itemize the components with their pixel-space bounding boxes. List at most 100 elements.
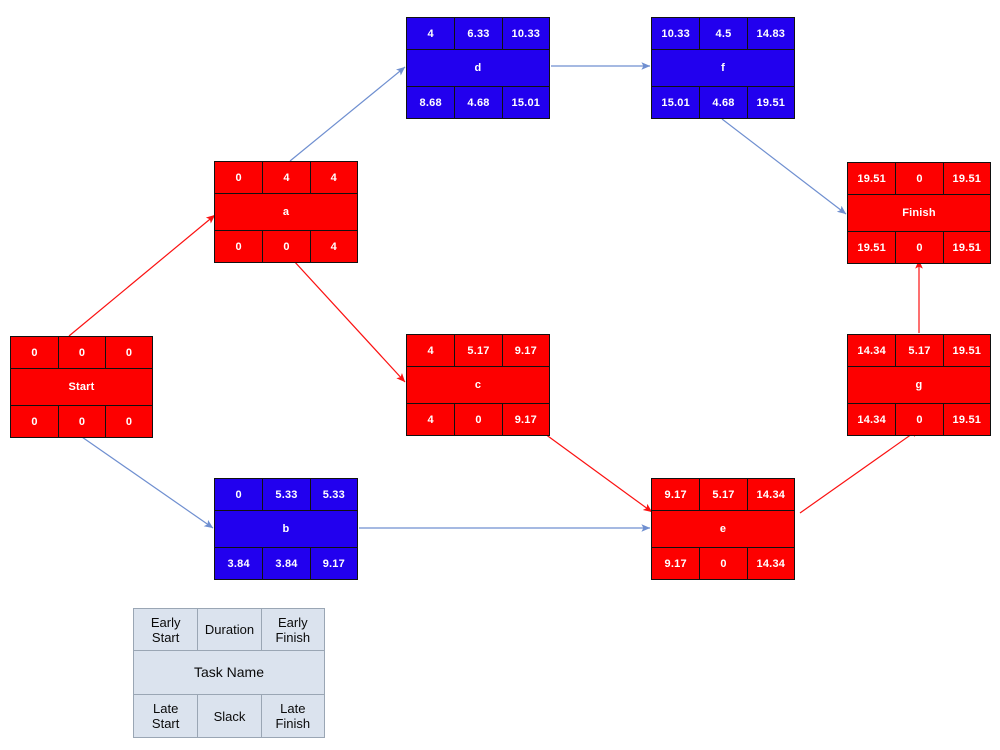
late-finish-a: 4 (309, 231, 357, 262)
early-finish-start: 0 (105, 337, 152, 368)
legend-task-name: Task Name (193, 664, 265, 680)
late-start-f: 15.01 (661, 96, 690, 109)
legend-row-mid: Task Name (134, 651, 324, 695)
slack-b: 3.84 (262, 548, 309, 579)
node-row-name: g (848, 367, 990, 403)
early-start-a: 0 (235, 171, 242, 184)
early-finish-f: 14.83 (746, 18, 794, 49)
early-start-b: 0 (235, 488, 242, 501)
early-finish-a: 4 (309, 162, 357, 193)
slack-finish: 0 (895, 232, 942, 263)
early-start-g: 14.34 (857, 344, 886, 357)
slack-g: 0 (895, 404, 942, 435)
duration-start: 0 (58, 337, 105, 368)
early-start-e: 9.17 (664, 488, 687, 501)
edge-start-to-a (68, 214, 216, 337)
late-start-e: 9.17 (664, 557, 687, 570)
early-start-start: 0 (31, 346, 38, 359)
duration-e: 5.17 (699, 479, 746, 510)
legend-early-start: Early Start (150, 614, 181, 645)
legend-duration: Duration (197, 609, 260, 650)
early-start-finish: 19.51 (857, 172, 886, 185)
late-finish-c: 9.17 (501, 404, 549, 435)
early-finish-d: 10.33 (501, 18, 549, 49)
early-start-f: 10.33 (661, 27, 690, 40)
legend-slack: Slack (197, 695, 260, 737)
early-finish-g: 19.51 (942, 335, 990, 366)
late-finish-b: 9.17 (309, 548, 357, 579)
late-start-finish: 19.51 (857, 241, 886, 254)
early-start-c: 4 (427, 344, 434, 357)
duration-f: 4.5 (699, 18, 746, 49)
early-start-d: 4 (427, 27, 434, 40)
legend-key: Early Start Duration Early Finish Task N… (133, 608, 325, 738)
edge-f-to-finish (721, 118, 847, 215)
duration-c: 5.17 (454, 335, 501, 366)
late-start-g: 14.34 (857, 413, 886, 426)
early-finish-e: 14.34 (746, 479, 794, 510)
early-finish-c: 9.17 (501, 335, 549, 366)
duration-d: 6.33 (454, 18, 501, 49)
late-finish-f: 19.51 (746, 87, 794, 118)
node-row-name: e (652, 511, 794, 547)
slack-start: 0 (58, 406, 105, 437)
node-row-name: a (215, 194, 357, 230)
early-finish-b: 5.33 (309, 479, 357, 510)
late-start-a: 0 (235, 240, 242, 253)
node-row-name: Start (11, 369, 152, 405)
node-row-name: Finish (848, 195, 990, 231)
duration-finish: 0 (895, 163, 942, 194)
node-row-name: d (407, 50, 549, 86)
edge-start-to-b (68, 427, 214, 529)
slack-e: 0 (699, 548, 746, 579)
legend-row-top: Early Start Duration Early Finish (134, 609, 324, 651)
edge-a-to-d (289, 66, 406, 162)
early-finish-finish: 19.51 (942, 163, 990, 194)
late-start-start: 0 (31, 415, 38, 428)
late-finish-e: 14.34 (746, 548, 794, 579)
legend-early-finish: Early Finish (260, 609, 324, 650)
late-finish-start: 0 (105, 406, 152, 437)
task-name-e: e (719, 523, 727, 535)
slack-f: 4.68 (699, 87, 746, 118)
task-name-d: d (474, 62, 482, 74)
task-name-start: Start (68, 381, 95, 393)
duration-b: 5.33 (262, 479, 309, 510)
late-finish-d: 15.01 (501, 87, 549, 118)
node-row-name: c (407, 367, 549, 403)
task-name-c: c (474, 379, 482, 391)
task-name-b: b (282, 523, 290, 535)
task-name-f: f (721, 62, 725, 74)
task-name-a: a (282, 206, 290, 218)
late-finish-g: 19.51 (942, 404, 990, 435)
edge-a-to-c (281, 247, 406, 383)
late-start-d: 8.68 (419, 96, 442, 109)
task-name-finish: Finish (902, 207, 936, 219)
